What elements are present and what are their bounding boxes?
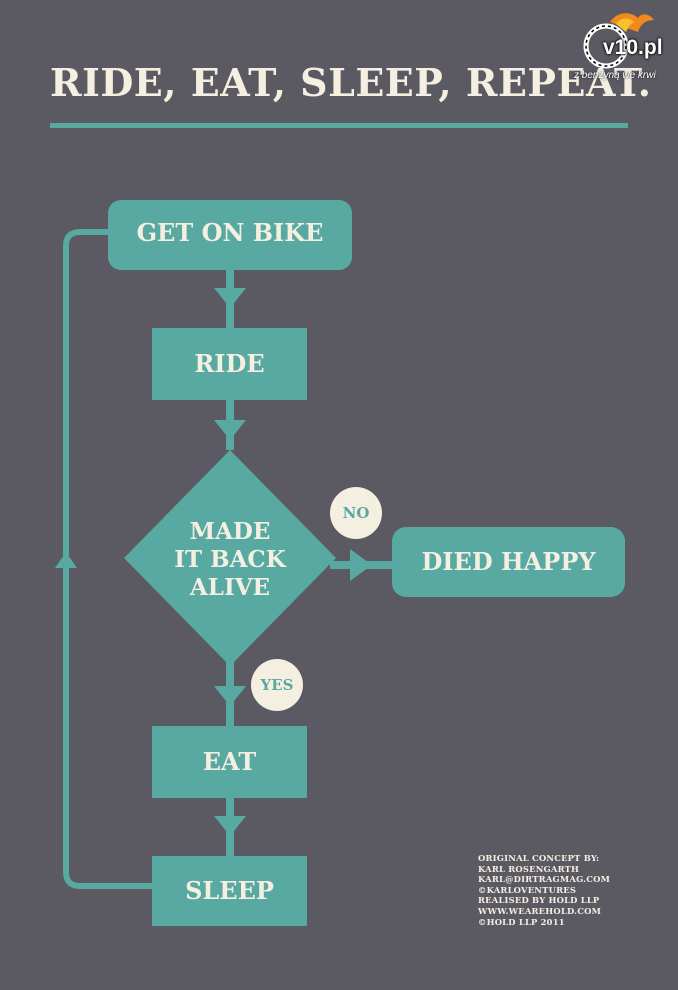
get-on-bike-label: GET ON BIKE [136, 218, 324, 247]
title-underline [50, 123, 628, 128]
yes-badge [251, 659, 303, 711]
poster-title: RIDE, EAT, SLEEP, REPEAT. [50, 60, 652, 105]
credit-line: WWW.WEAREHOLD.COM [478, 905, 602, 916]
died-happy-label: DIED HAPPY [421, 547, 596, 576]
node-ride [152, 328, 307, 400]
sleep-label: SLEEP [185, 876, 274, 905]
node-eat [152, 726, 307, 798]
arrow-to-decision [214, 420, 246, 440]
credit-line: ©HOLD LLP 2011 [478, 916, 565, 927]
credit-line: KARL@DIRTRAGMAG.COM [478, 874, 611, 885]
credit-line: ORIGINAL CONCEPT BY: [478, 853, 600, 863]
watermark-name: v10.pl [603, 36, 663, 59]
credit-line: KARL ROSENGARTH [478, 863, 580, 874]
node-sleep [152, 856, 307, 926]
credits: ORIGINAL CONCEPT BY: KARL ROSENGARTH KAR… [478, 853, 610, 927]
arrow-to-died-happy [350, 549, 372, 581]
yes-branch-label: YES [260, 676, 294, 694]
v10-logo-icon [583, 13, 654, 69]
eat-label: EAT [202, 747, 257, 776]
watermark-tagline: z benzyną we krwi [574, 70, 656, 81]
arrow-to-eat [214, 686, 246, 706]
no-branch-label: NO [342, 504, 370, 522]
arrow-to-sleep [214, 816, 246, 836]
credit-line: REALISED BY HOLD LLP [478, 895, 600, 906]
node-get-on-bike [108, 200, 352, 270]
loop-up-arrow [55, 552, 77, 568]
credit-line: ©KARLOVENTURES [478, 884, 577, 895]
ride-label: RIDE [194, 349, 265, 378]
no-badge [330, 487, 382, 539]
node-died-happy [392, 527, 625, 597]
arrow-to-ride [214, 288, 246, 308]
decision-label-line1: MADE [189, 518, 271, 545]
node-decision [124, 450, 336, 666]
decision-label-line2: IT BACK [174, 546, 286, 573]
decision-label-line3: ALIVE [189, 574, 271, 601]
